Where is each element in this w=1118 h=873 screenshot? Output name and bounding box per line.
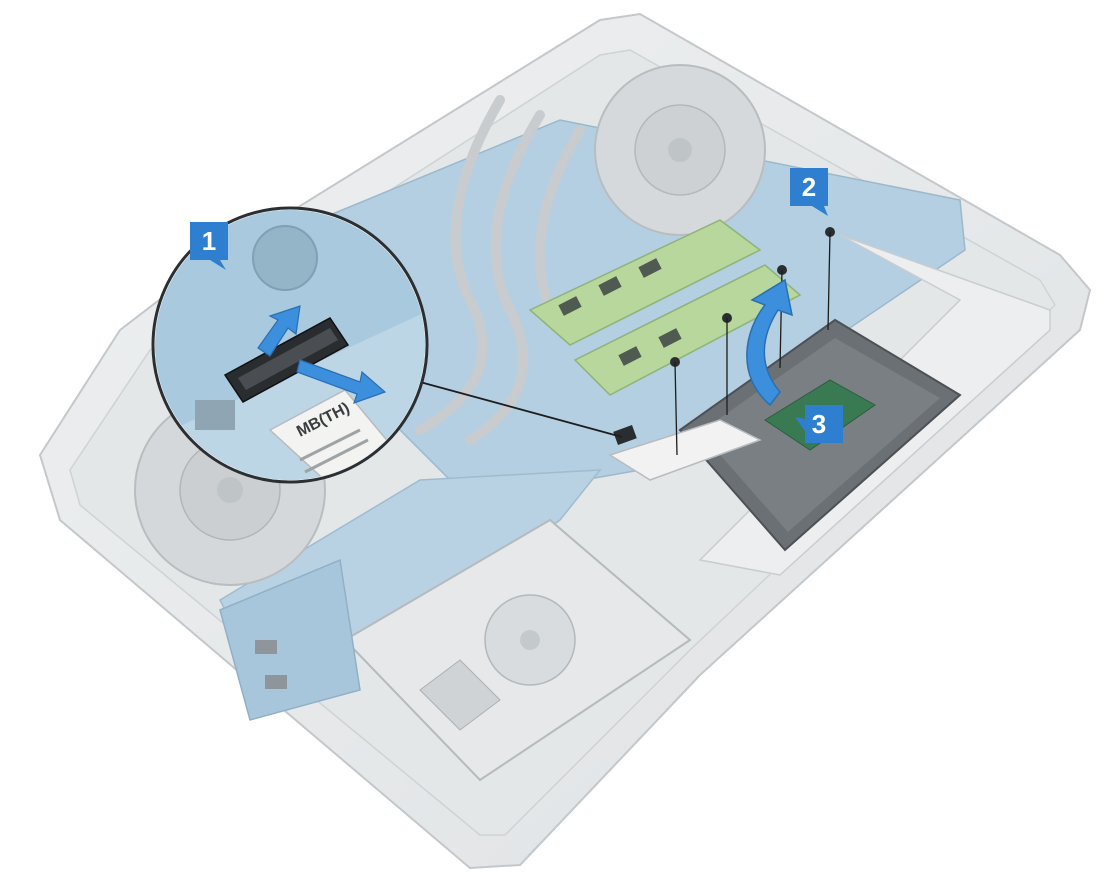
callout-2: 2 xyxy=(790,168,828,216)
lift-arrow xyxy=(746,278,793,407)
board-connector xyxy=(613,425,637,445)
hard-drive xyxy=(343,518,692,782)
memory-modules xyxy=(528,219,802,396)
callout-1: 1 xyxy=(190,222,228,270)
cable-disconnect-arrow xyxy=(296,359,387,404)
callout-1-label: 1 xyxy=(201,225,217,256)
zoom-leader-line xyxy=(419,381,623,438)
fan-right xyxy=(594,64,766,236)
io-board xyxy=(219,558,361,721)
latch-open-arrow xyxy=(257,305,301,357)
zoom-inset: MB(TH) xyxy=(151,206,429,484)
callout-3: 3 xyxy=(795,405,843,443)
touchpad-cable xyxy=(608,419,762,481)
callout-3-label: 3 xyxy=(811,408,827,439)
callout-2-label: 2 xyxy=(801,171,817,202)
